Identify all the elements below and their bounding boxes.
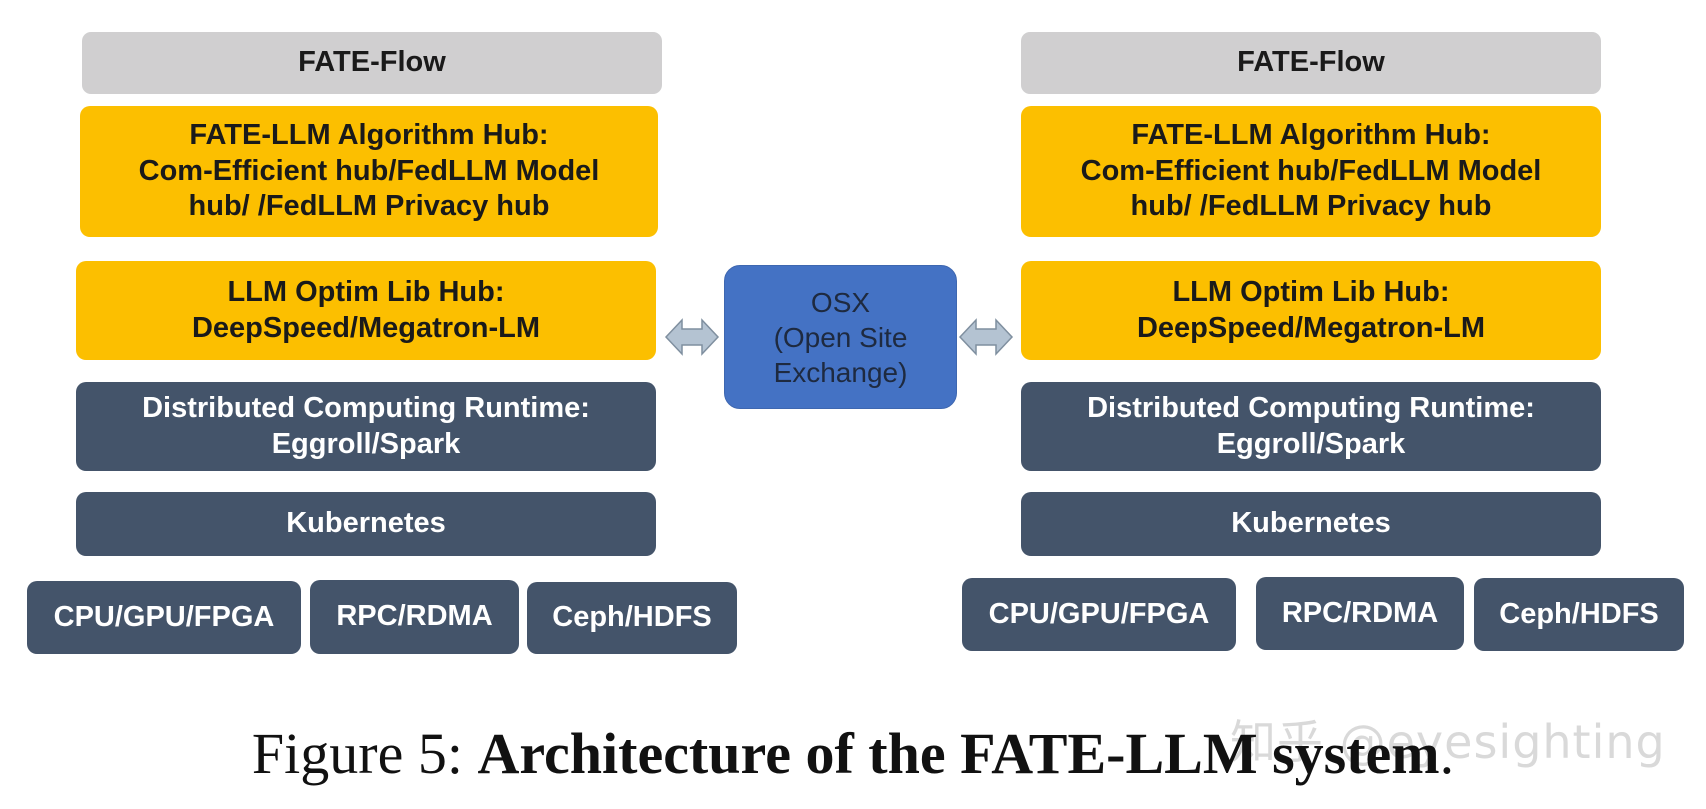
- left-runtime-line1: Distributed Computing Runtime:: [142, 392, 590, 425]
- left-algorithm-hub-line3: hub/ /FedLLM Privacy hub: [188, 190, 550, 223]
- caption-period: .: [1439, 721, 1455, 786]
- right-hardware-storage-label: Ceph/HDFS: [1499, 597, 1659, 630]
- caption-label: Figure 5:: [251, 721, 478, 786]
- left-kubernetes: Kubernetes: [76, 492, 656, 556]
- left-hardware-storage-label: Ceph/HDFS: [552, 601, 712, 634]
- left-hardware-storage: Ceph/HDFS: [527, 582, 737, 654]
- right-runtime-line1: Distributed Computing Runtime:: [1087, 392, 1535, 425]
- caption-title: Architecture of the FATE-LLM system: [477, 721, 1440, 786]
- left-optim-lib-hub-line2: DeepSpeed/Megatron-LM: [191, 311, 541, 344]
- left-algorithm-hub-line2: Com-Efficient hub/FedLLM Model: [138, 154, 600, 187]
- left-hardware-compute-label: CPU/GPU/FPGA: [53, 600, 275, 633]
- right-algorithm-hub-line1: FATE-LLM Algorithm Hub:: [1131, 119, 1491, 152]
- figure-caption: Figure 5: Architecture of the FATE-LLM s…: [0, 720, 1706, 787]
- right-runtime-line2: Eggroll/Spark: [1216, 427, 1406, 460]
- left-runtime-line2: Eggroll/Spark: [271, 427, 461, 460]
- right-hardware-network: RPC/RDMA: [1256, 577, 1464, 650]
- watermark: 知乎 @eyesighting: [1230, 715, 1666, 769]
- right-double-arrow-icon: [958, 318, 1014, 356]
- osx-line3: Exchange): [773, 356, 908, 388]
- right-hardware-compute-label: CPU/GPU/FPGA: [988, 597, 1210, 630]
- osx-box: OSX (Open Site Exchange): [724, 265, 957, 409]
- left-optim-lib-hub: LLM Optim Lib Hub: DeepSpeed/Megatron-LM: [76, 261, 656, 360]
- left-fate-flow: FATE-Flow: [82, 32, 662, 94]
- right-kubernetes-label: Kubernetes: [1231, 507, 1391, 540]
- osx-line2: (Open Site: [773, 321, 908, 353]
- left-algorithm-hub-line1: FATE-LLM Algorithm Hub:: [189, 119, 549, 152]
- left-hardware-network: RPC/RDMA: [310, 580, 519, 654]
- left-hardware-compute: CPU/GPU/FPGA: [27, 581, 301, 654]
- right-hardware-compute: CPU/GPU/FPGA: [962, 578, 1236, 651]
- right-algorithm-hub: FATE-LLM Algorithm Hub: Com-Efficient hu…: [1021, 106, 1601, 237]
- right-fate-flow: FATE-Flow: [1021, 32, 1601, 94]
- right-optim-lib-hub-line1: LLM Optim Lib Hub:: [1172, 276, 1450, 309]
- left-double-arrow-icon: [664, 318, 720, 356]
- left-kubernetes-label: Kubernetes: [286, 507, 446, 540]
- right-algorithm-hub-line2: Com-Efficient hub/FedLLM Model: [1080, 154, 1542, 187]
- left-algorithm-hub: FATE-LLM Algorithm Hub: Com-Efficient hu…: [80, 106, 658, 237]
- osx-line1: OSX: [810, 286, 871, 318]
- right-hardware-network-label: RPC/RDMA: [1281, 596, 1439, 629]
- right-algorithm-hub-line3: hub/ /FedLLM Privacy hub: [1130, 190, 1492, 223]
- right-fate-flow-label: FATE-Flow: [1237, 46, 1385, 79]
- left-optim-lib-hub-line1: LLM Optim Lib Hub:: [227, 276, 505, 309]
- left-runtime: Distributed Computing Runtime: Eggroll/S…: [76, 382, 656, 471]
- right-kubernetes: Kubernetes: [1021, 492, 1601, 556]
- left-hardware-network-label: RPC/RDMA: [336, 600, 493, 633]
- left-fate-flow-label: FATE-Flow: [298, 46, 446, 79]
- right-optim-lib-hub-line2: DeepSpeed/Megatron-LM: [1136, 311, 1486, 344]
- right-optim-lib-hub: LLM Optim Lib Hub: DeepSpeed/Megatron-LM: [1021, 261, 1601, 360]
- right-hardware-storage: Ceph/HDFS: [1474, 578, 1684, 651]
- right-runtime: Distributed Computing Runtime: Eggroll/S…: [1021, 382, 1601, 471]
